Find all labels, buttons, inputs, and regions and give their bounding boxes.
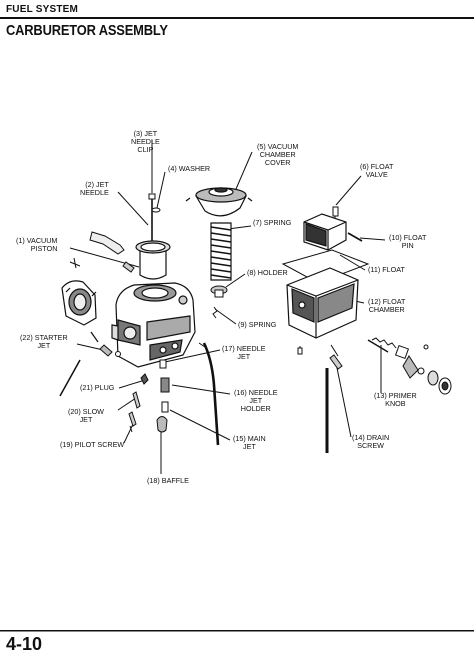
primer-knob-shape [367, 337, 452, 395]
carburetor-body-shape [111, 282, 196, 368]
leader-line-14 [334, 357, 352, 438]
leader-line-16 [171, 384, 231, 395]
leader-line-21 [118, 379, 146, 389]
leader-line-20 [117, 397, 137, 411]
small-spring-shape [212, 306, 218, 319]
header-rule [0, 17, 474, 19]
label-part-19: (19) PILOT SCREW [60, 440, 125, 449]
needle-jet-shape [159, 359, 167, 369]
label-part-2: (2) JET NEEDLE [80, 180, 109, 198]
starter-plunger-shape [59, 359, 81, 397]
leader-line-4 [156, 171, 166, 209]
label-part-12: (12) FLOAT CHAMBER [368, 297, 406, 315]
leader-line-11 [339, 254, 366, 271]
leader-line-10 [359, 237, 386, 241]
page-title: CARBURETOR ASSEMBLY [6, 22, 168, 39]
leader-line-5 [235, 151, 253, 190]
float-pin-shape [347, 232, 363, 242]
starter-jet-shape [90, 331, 121, 357]
label-part-3: (3) JET NEEDLE CLIP [131, 129, 160, 155]
jet-needle-clip-shape [148, 193, 156, 200]
throttle-housing-shape [61, 280, 97, 326]
leader-line-7 [227, 225, 252, 230]
plug-shape [140, 373, 149, 385]
vent-tube-shape [202, 342, 220, 446]
label-part-20: (20) SLOW JET [68, 407, 104, 425]
label-part-11: (11) FLOAT [368, 265, 405, 274]
label-part-22: (22) STARTER JET [20, 333, 68, 351]
needle-jet-holder-shape [160, 377, 170, 393]
leader-line-15 [169, 409, 231, 441]
label-part-7: (7) SPRING [253, 218, 292, 227]
float-shape [303, 213, 347, 251]
label-part-8: (8) HOLDER [247, 268, 288, 277]
footer-rule [0, 630, 474, 632]
label-part-18: (18) BAFFLE [147, 476, 189, 485]
label-part-4: (4) WASHER [168, 164, 211, 173]
slow-jet-shape [132, 391, 141, 409]
label-part-15: (15) MAIN JET [233, 434, 266, 452]
float-chamber-shape [286, 267, 359, 339]
label-part-14: (14) DRAIN SCREW [352, 433, 390, 451]
section-header: FUEL SYSTEM [6, 4, 79, 15]
vacuum-chamber-cover-shape [185, 187, 253, 217]
leader-line-8 [225, 273, 246, 288]
leader-line-17 [164, 349, 221, 363]
vacuum-piston-shape [135, 240, 171, 280]
label-part-9: (9) SPRING [238, 320, 277, 329]
label-part-5: (5) VACUUM CHAMBER COVER [257, 142, 299, 168]
washer-shape [151, 207, 161, 213]
label-part-21: (21) PLUG [80, 383, 115, 392]
pilot-screw-shape [128, 411, 137, 427]
leader-line-6 [335, 175, 362, 206]
baffle-shape [156, 416, 168, 433]
drain-screw-shape [297, 344, 343, 370]
leader-line-2 [117, 191, 149, 226]
label-part-17: (17) NEEDLE JET [222, 344, 266, 362]
label-part-13: (13) PRIMER KNOB [374, 391, 417, 409]
label-part-16: (16) NEEDLE JET HOLDER [234, 388, 278, 414]
spring-shape [210, 222, 232, 281]
leader-line-9 [214, 308, 237, 325]
label-part-10: (10) FLOAT PIN [389, 233, 427, 251]
holder-shape [210, 285, 228, 298]
page-number: 4-10 [6, 634, 43, 654]
label-part-1: (1) VACUUM PISTON [16, 236, 58, 254]
float-chamber-gasket-shape [281, 249, 370, 284]
main-jet-shape [161, 401, 169, 413]
label-part-6: (6) FLOAT VALVE [360, 162, 394, 180]
